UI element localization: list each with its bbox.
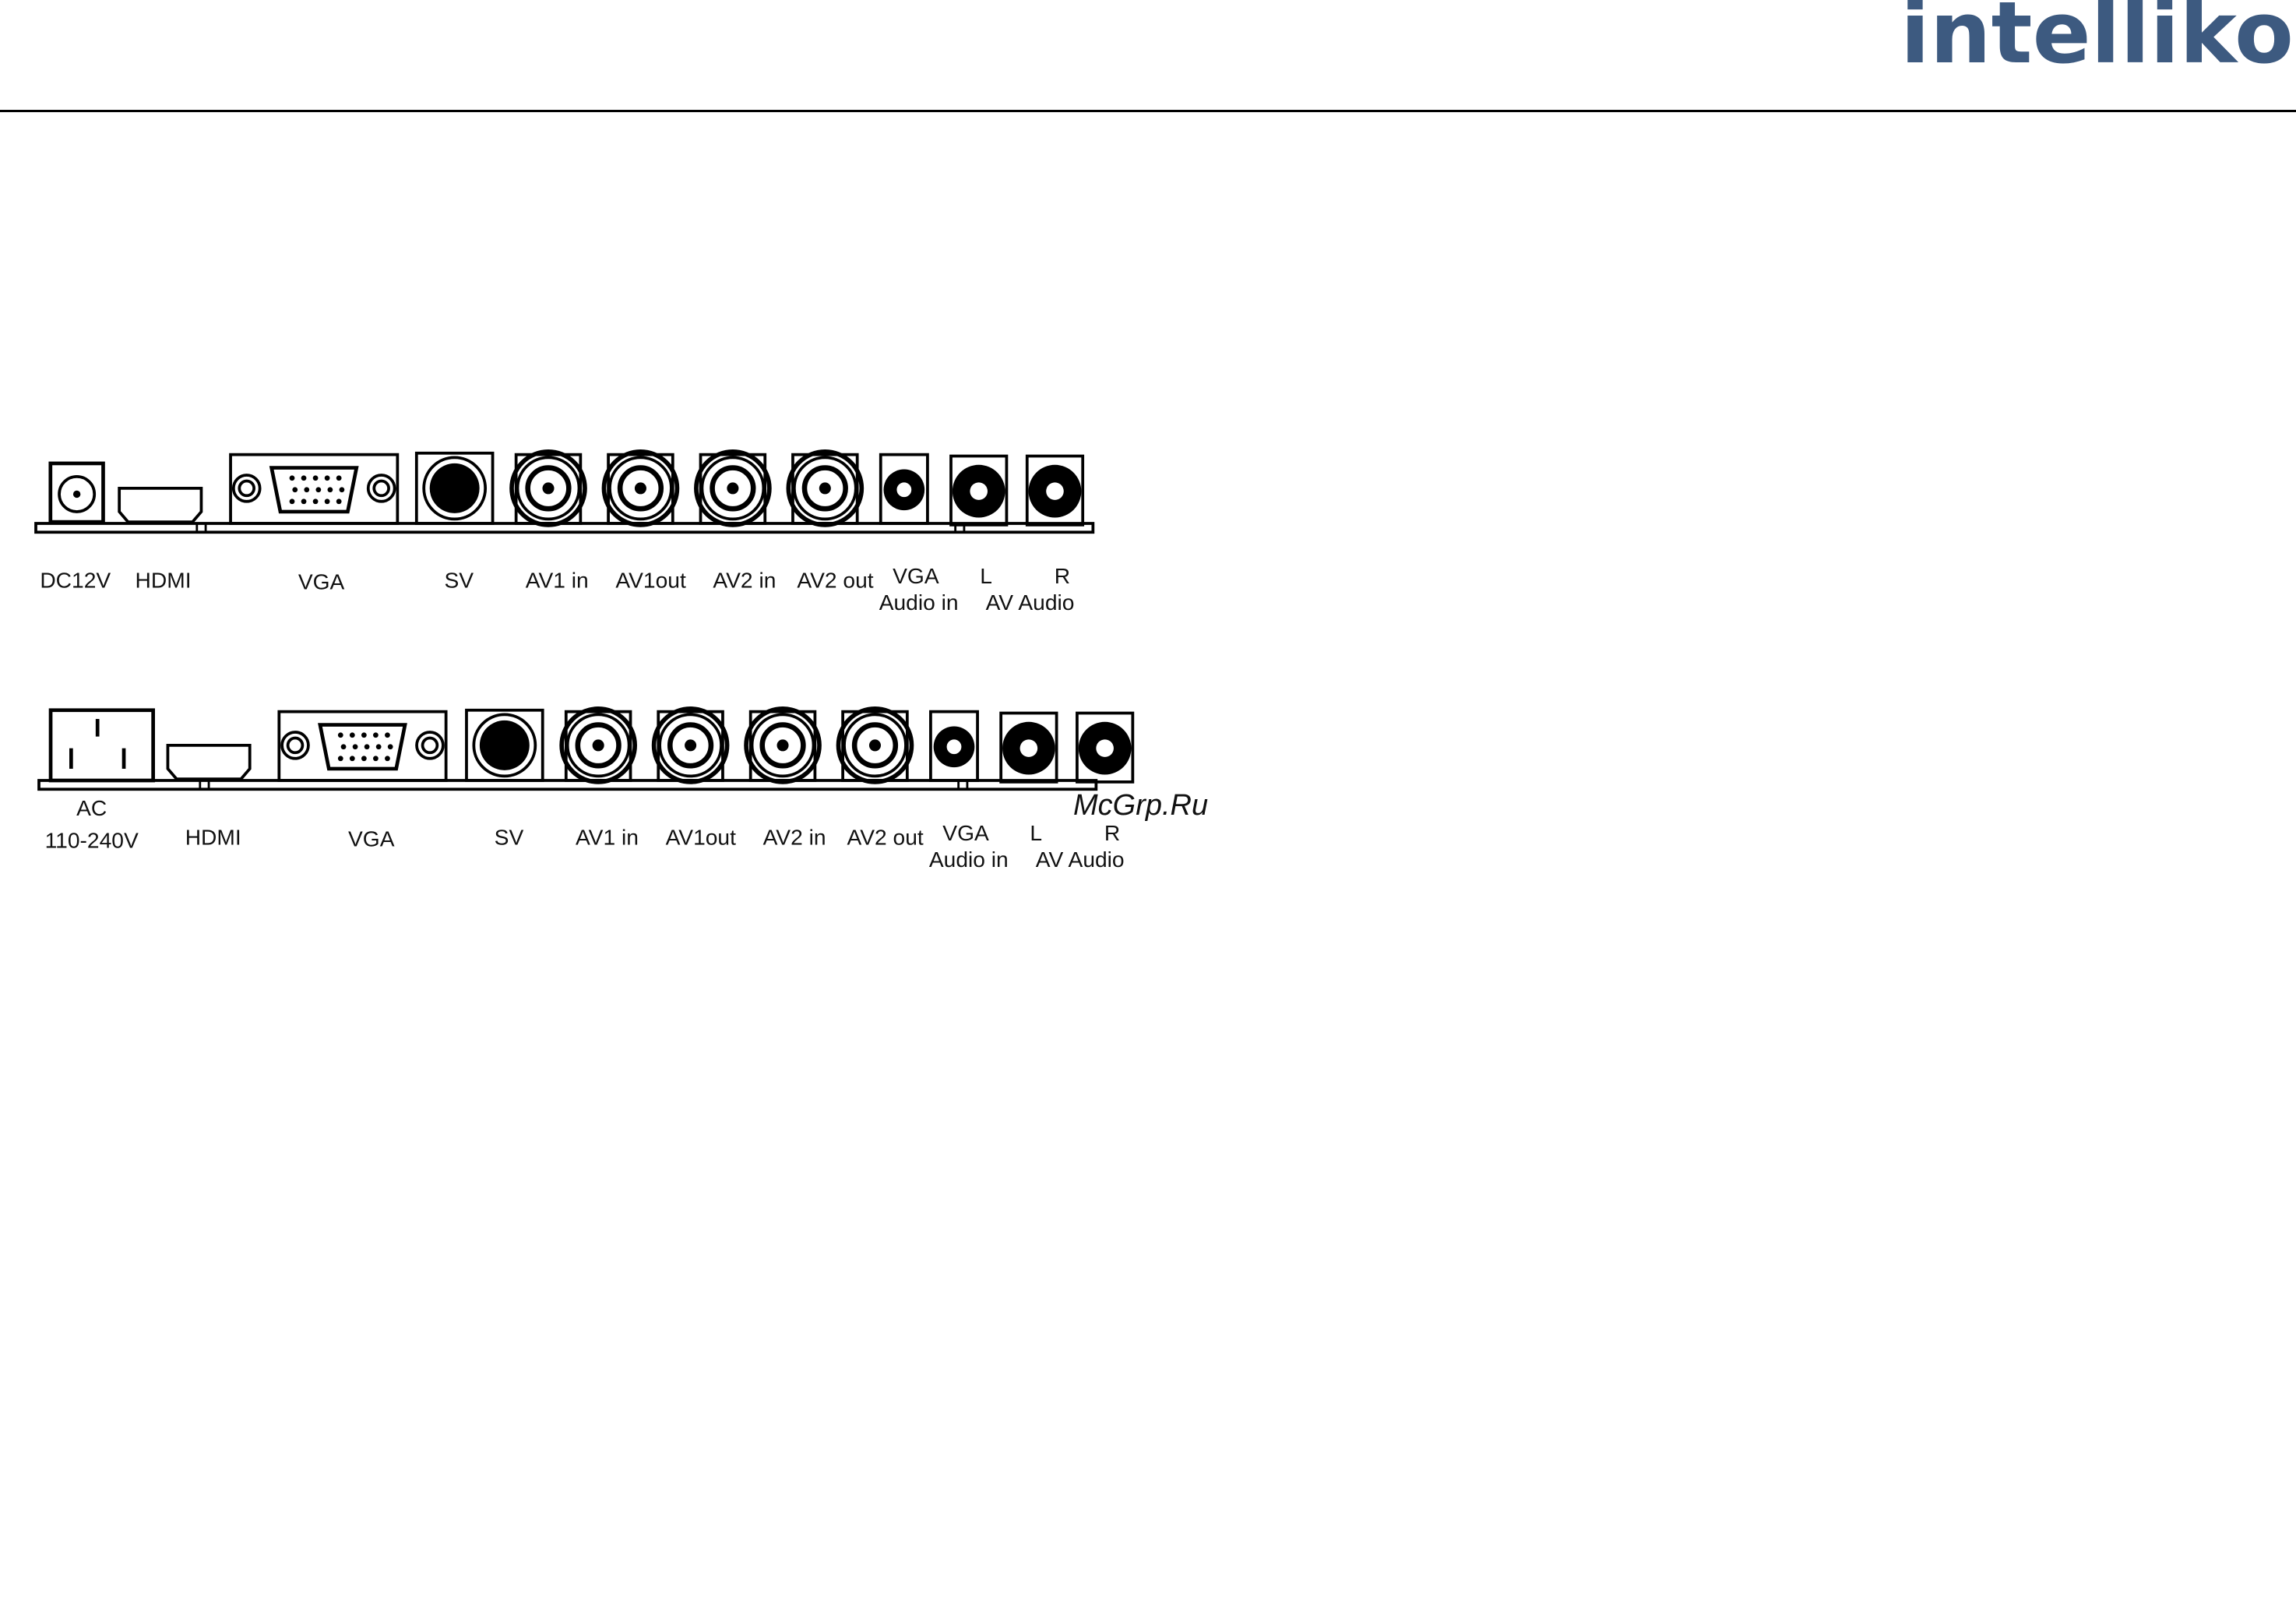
label-av-audio: AV Audio [986, 590, 1075, 615]
label-sv: SV [445, 568, 474, 593]
label-power-range: 110-240V [45, 827, 139, 852]
label-av-audio: AV Audio [1036, 847, 1125, 872]
label-sv: SV [495, 825, 524, 850]
av1-out-bnc [604, 452, 677, 525]
av2-out-bnc [838, 709, 911, 782]
ac-inlet [51, 710, 153, 780]
label-av1-out: AV1out [615, 568, 686, 593]
label-power: DC12V [40, 568, 111, 593]
vga-port [231, 455, 397, 523]
label-audio-l: L [980, 563, 992, 588]
label-vga-audio: VGA [942, 820, 989, 845]
label-hdmi: HDMI [136, 568, 192, 593]
label-audio-r: R [1055, 563, 1070, 588]
label-av1-in: AV1 in [576, 825, 639, 850]
label-vga: VGA [348, 826, 395, 851]
av1-out-bnc [654, 709, 727, 782]
label-av2-in: AV2 in [713, 568, 776, 593]
av1-in-bnc [512, 452, 585, 525]
av2-in-bnc [746, 709, 819, 782]
label-vga-audio-in: Audio in [879, 590, 959, 615]
vga-port [279, 712, 445, 780]
audio-l-jack [951, 456, 1006, 525]
audio-r-jack [1077, 713, 1132, 782]
connector-panel-1: DC12V HDMI VGA SV AV1 in AV1out AV2 in AV2 out V… [36, 452, 1093, 615]
svideo-port [467, 710, 543, 780]
label-av1-out: AV1out [666, 825, 737, 850]
hdmi-port [119, 488, 201, 522]
svideo-port [417, 453, 493, 523]
label-vga-audio-in: Audio in [929, 847, 1009, 872]
vga-audio-jack [881, 455, 928, 523]
audio-l-jack [1001, 713, 1056, 782]
watermark-text: McGrp.Ru [1073, 789, 1208, 822]
connector-panel-2: AC 110-240V HDMI VGA SV AV1 in AV1out AV2 in AV2… [39, 709, 1132, 872]
label-hdmi: HDMI [185, 825, 241, 850]
label-vga-audio: VGA [893, 563, 939, 588]
label-av2-in: AV2 in [763, 825, 826, 850]
label-audio-l: L [1030, 820, 1042, 845]
label-av1-in: AV1 in [526, 568, 589, 593]
audio-r-jack [1027, 456, 1083, 525]
label-vga: VGA [298, 569, 345, 594]
label-av2-out: AV2 out [847, 825, 924, 850]
label-power: AC [76, 795, 107, 820]
label-av2-out: AV2 out [797, 568, 873, 593]
hdmi-port [167, 745, 249, 779]
av2-out-bnc [788, 452, 861, 525]
dc-jack [51, 463, 104, 522]
vga-audio-jack [931, 712, 977, 780]
av2-in-bnc [696, 452, 769, 525]
av1-in-bnc [562, 709, 635, 782]
label-audio-r: R [1104, 820, 1120, 845]
